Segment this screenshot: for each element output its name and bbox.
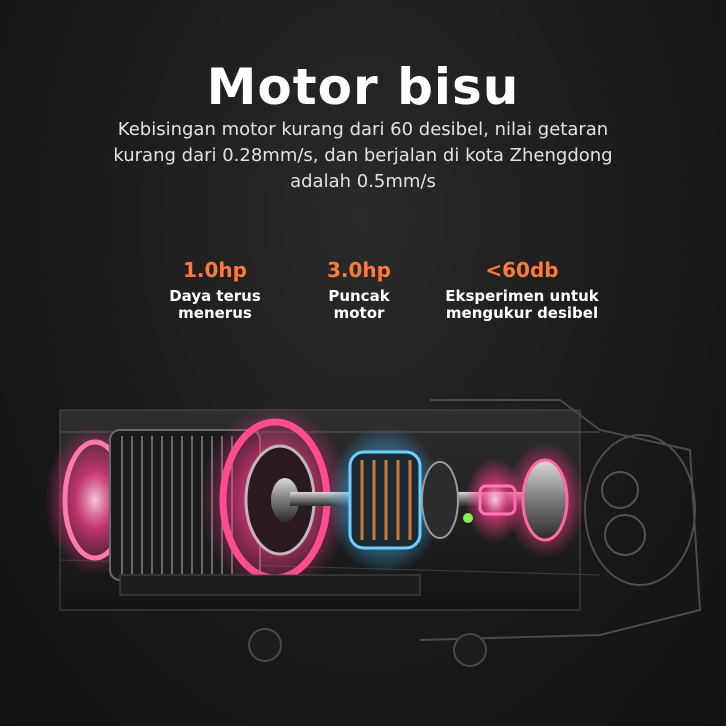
rotor-hub — [271, 478, 299, 522]
motor-base — [119, 574, 421, 596]
headline: Motor bisu — [206, 58, 520, 116]
motor-exploded-illustration — [45, 399, 702, 667]
roller — [453, 633, 487, 667]
description-text: Kebisingan motor kurang dari 60 desibel,… — [113, 119, 613, 192]
roller — [248, 628, 282, 662]
housing-outline — [419, 399, 702, 641]
spec-label: Daya terus menerus — [169, 287, 261, 322]
spec-peak-power: 3.0hp Puncak motor — [296, 258, 422, 322]
spec-label: Puncak motor — [328, 287, 390, 322]
wheel-outline — [584, 434, 696, 586]
spec-noise-level: <60db Eksperimen untuk mengukur desibel — [424, 258, 620, 322]
spec-value: <60db — [485, 258, 559, 282]
wheel-hub — [601, 471, 639, 509]
spec-continuous-power: 1.0hp Daya terus menerus — [150, 258, 280, 322]
end-cap — [521, 458, 569, 542]
wheel-hub — [604, 514, 646, 556]
spec-value: 3.0hp — [327, 258, 391, 282]
copper-strands — [360, 460, 412, 540]
spec-label: Eksperimen untuk mengukur desibel — [445, 287, 599, 322]
spec-value: 1.0hp — [183, 258, 247, 282]
gear — [421, 461, 459, 539]
